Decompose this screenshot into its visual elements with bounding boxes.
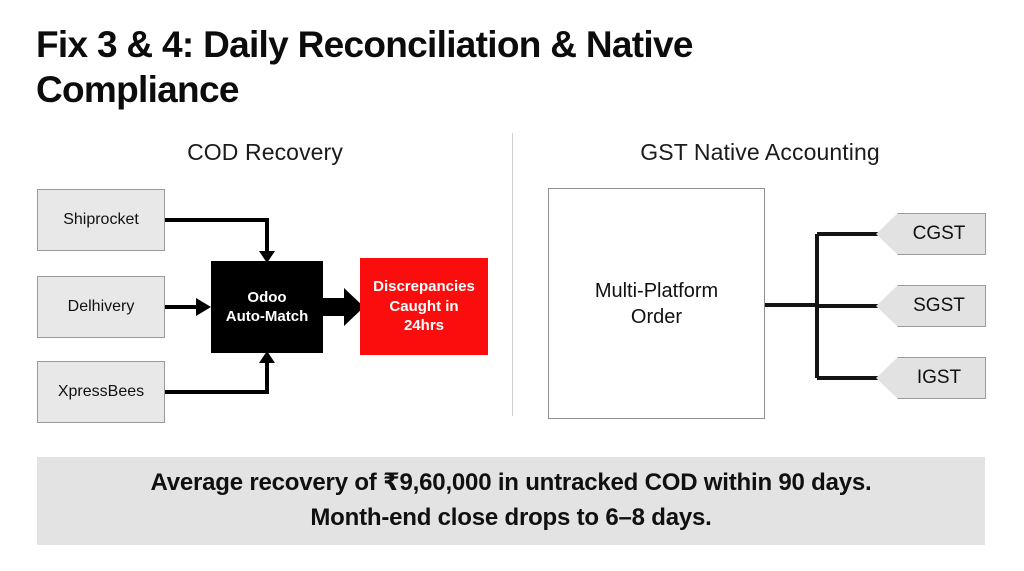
- source-box-shiprocket[interactable]: Shiprocket: [37, 189, 165, 251]
- gst-tag-label: IGST: [916, 367, 962, 388]
- cod-panel-heading: COD Recovery: [187, 139, 343, 165]
- source-box-label: Delhivery: [67, 298, 135, 315]
- gst-tag-sgst[interactable]: SGST: [876, 285, 986, 327]
- order-label: Multi-Platform Order: [595, 278, 718, 330]
- hub-label-line2: Auto-Match: [225, 308, 309, 325]
- connector-order-to-gst-tags: [765, 232, 878, 380]
- gst-tag-cgst[interactable]: CGST: [876, 213, 986, 255]
- discrepancies-outcome-box[interactable]: Discrepancies Caught in 24hrs: [360, 258, 488, 355]
- page-title: Fix 3 & 4: Daily Reconciliation & Native…: [36, 24, 693, 111]
- source-box-label: Shiprocket: [63, 211, 139, 228]
- gst-tag-label: CGST: [912, 223, 966, 244]
- gst-tag-igst[interactable]: IGST: [876, 357, 986, 399]
- hub-label-line1: Odoo: [247, 288, 287, 306]
- gst-tag-label: SGST: [913, 295, 965, 316]
- summary-line-1: Average recovery of ₹9,60,000 in untrack…: [150, 469, 872, 497]
- order-label-line2: Order: [630, 305, 683, 328]
- outcome-label: Discrepancies Caught in 24hrs: [373, 277, 475, 336]
- odoo-auto-match-box[interactable]: Odoo Auto-Match: [211, 261, 323, 353]
- source-box-delhivery[interactable]: Delhivery: [37, 276, 165, 338]
- connector-delhivery-to-hub: [165, 298, 211, 316]
- connector-hub-to-outcome: [323, 288, 364, 326]
- panel-divider: [512, 133, 513, 416]
- order-label-line1: Multi-Platform: [594, 279, 719, 302]
- source-box-xpressbees[interactable]: XpressBees: [37, 361, 165, 423]
- source-box-label: XpressBees: [57, 383, 145, 400]
- summary-banner: Average recovery of ₹9,60,000 in untrack…: [37, 457, 985, 545]
- summary-line-2: Month-end close drops to 6–8 days.: [310, 504, 712, 531]
- outcome-label-line3: 24hrs: [403, 317, 444, 335]
- connector-xpressbees-to-hub: [165, 351, 275, 394]
- hub-label: Odoo Auto-Match: [226, 288, 309, 326]
- connector-shiprocket-to-hub: [165, 218, 275, 263]
- outcome-label-line2: Caught in: [389, 297, 459, 315]
- outcome-label-line1: Discrepancies: [373, 278, 475, 296]
- gst-panel-heading: GST Native Accounting: [640, 139, 880, 165]
- multi-platform-order-box[interactable]: Multi-Platform Order: [548, 188, 765, 419]
